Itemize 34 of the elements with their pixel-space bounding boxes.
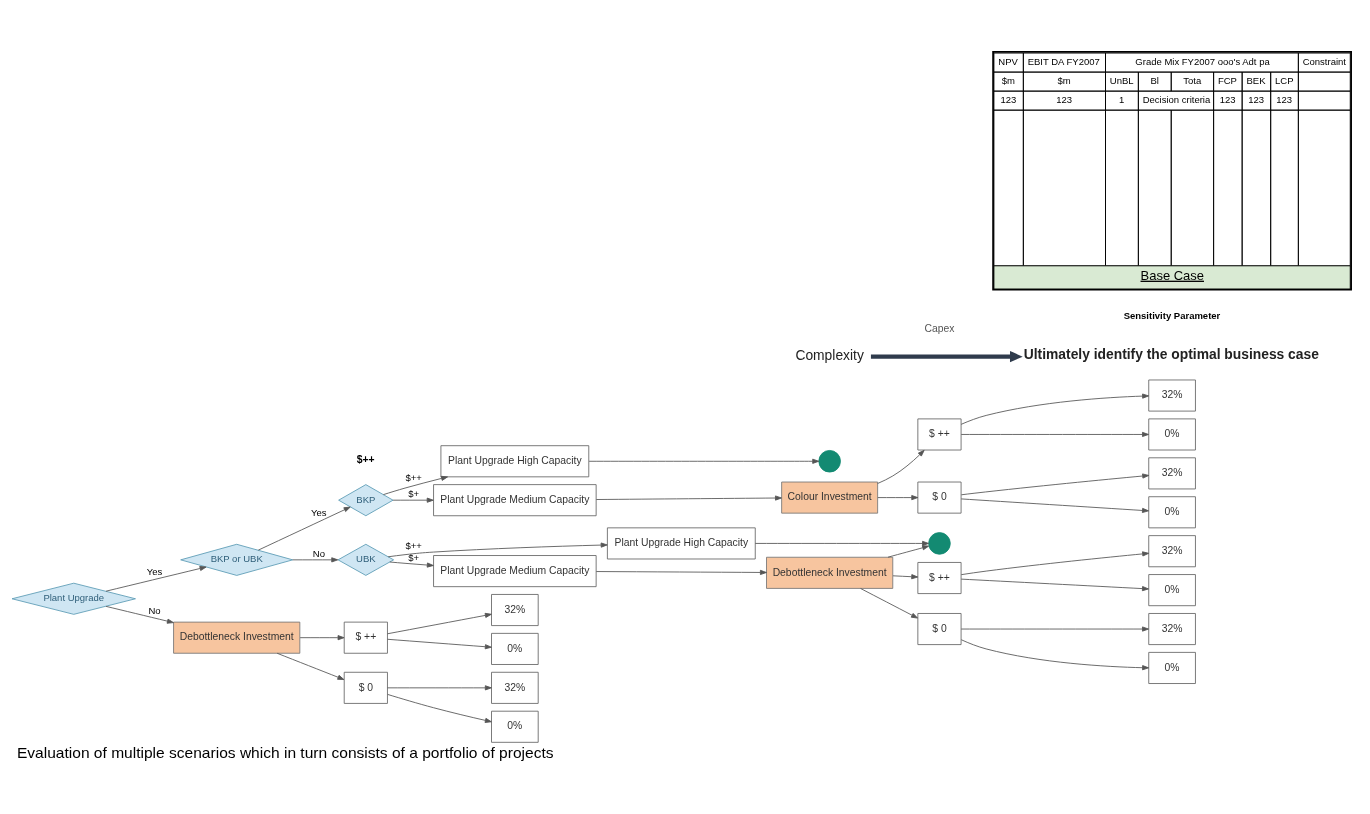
label: $m — [1001, 75, 1015, 87]
label: 123 — [1276, 94, 1293, 106]
label: Grade Mix FY2007 ooo's Adt pa — [1135, 56, 1270, 68]
node-text: Ultimately identify the optimal business case — [1023, 346, 1319, 363]
label: Tota — [1183, 75, 1202, 87]
label: Constraint — [1302, 56, 1346, 68]
label: FCP — [1217, 75, 1237, 87]
edge-label: No — [312, 548, 325, 560]
label: 123 — [1248, 94, 1265, 106]
label: Decision criteria — [1142, 94, 1211, 106]
label: 123 — [1000, 94, 1017, 106]
node-text: Complexity — [795, 346, 864, 363]
edge-label: Yes — [311, 507, 327, 519]
label: $m — [1057, 75, 1071, 87]
edge-label: $++ — [405, 471, 422, 483]
label: Bl — [1150, 75, 1159, 87]
edge-label: No — [148, 605, 161, 617]
label: Base Case — [1140, 267, 1204, 283]
label: UnBL — [1109, 75, 1134, 87]
label: Capex — [924, 322, 955, 334]
label: LCP — [1275, 75, 1294, 87]
edge-label: $++ — [405, 540, 422, 552]
label: 1 — [1118, 94, 1125, 106]
edge-label: $+ — [408, 488, 420, 500]
label: EBIT DA FY2007 — [1027, 56, 1100, 68]
label: 123 — [1219, 94, 1236, 106]
caption: Evaluation of multiple scenarios which in turn consists of a portfolio of projects — [16, 744, 554, 762]
label: Sensitivity Parameter — [1123, 310, 1221, 322]
label: BEK — [1246, 75, 1266, 87]
label: NPV — [998, 56, 1018, 68]
label: $++ — [356, 454, 375, 466]
edge-label: $+ — [408, 551, 420, 563]
label: 123 — [1056, 94, 1073, 106]
edge-label: Yes — [146, 566, 163, 578]
